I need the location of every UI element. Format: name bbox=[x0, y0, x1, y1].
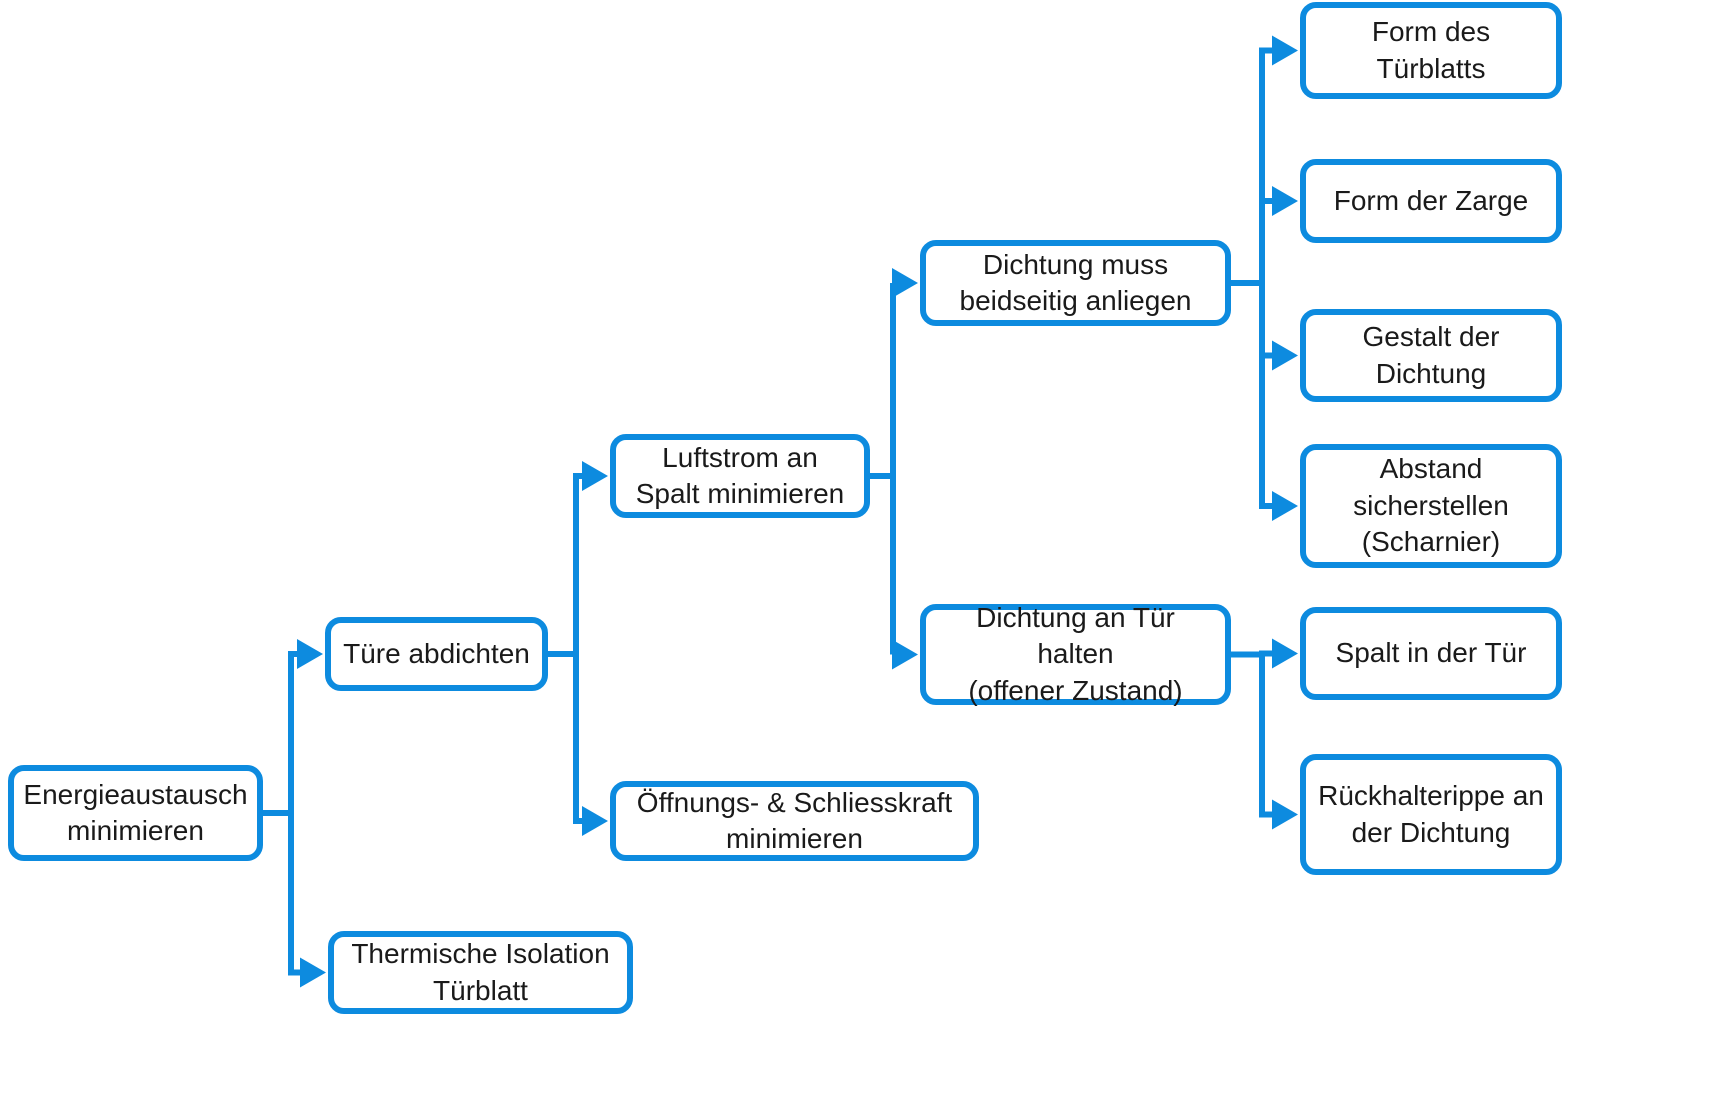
connector-arrowhead-icon bbox=[582, 806, 608, 836]
connector-line bbox=[288, 813, 300, 976]
node-luftstrom-an-spalt-minimieren[interactable]: Luftstrom an Spalt minimieren bbox=[610, 434, 870, 518]
connector-line bbox=[1259, 650, 1272, 657]
connector-arrowhead-icon bbox=[1272, 799, 1298, 830]
connector-line bbox=[1259, 283, 1272, 509]
node-label: Spalt in der Tür bbox=[1335, 637, 1527, 669]
node-label: Dichtung an Tür halten (offener Zustand) bbox=[968, 601, 1183, 706]
node-form-der-zarge[interactable]: Form der Zarge bbox=[1300, 159, 1562, 243]
node-dichtung-an-tuer-halten[interactable]: Dichtung an Tür halten (offener Zustand) bbox=[920, 602, 1231, 706]
node-label: Thermische Isolation Türblatt bbox=[351, 938, 610, 1006]
node-label: Form des Türblatts bbox=[1371, 16, 1491, 84]
connector-arrowhead-icon bbox=[1272, 186, 1298, 216]
node-root[interactable]: Energieaustausch minimieren bbox=[8, 765, 263, 861]
connector-arrowhead-icon bbox=[1272, 491, 1298, 521]
node-rueckhalterippe-an-der-dichtung[interactable]: Rückhalterippe an der Dichtung bbox=[1300, 754, 1562, 875]
node-label: Energieaustausch minimieren bbox=[23, 778, 248, 846]
connector-line bbox=[1259, 283, 1272, 359]
connector-line bbox=[573, 654, 582, 824]
node-label: Rückhalterippe an der Dichtung bbox=[1318, 780, 1544, 848]
node-dichtung-muss-beidseitig-anliegen[interactable]: Dichtung muss beidseitig anliegen bbox=[920, 240, 1231, 326]
connector-arrowhead-icon bbox=[297, 639, 323, 669]
connector-line bbox=[1259, 654, 1272, 818]
node-label: Dichtung muss beidseitig anliegen bbox=[959, 248, 1192, 316]
connector-line bbox=[1259, 47, 1272, 283]
node-label: Abstand sicherstellen (Scharnier) bbox=[1353, 453, 1509, 558]
connector-line bbox=[288, 651, 297, 813]
node-label: Öffnungs- & Schliesskraft minimieren bbox=[636, 786, 953, 854]
node-form-des-tuerblatts[interactable]: Form des Türblatts bbox=[1300, 2, 1562, 99]
node-label: Luftstrom an Spalt minimieren bbox=[635, 441, 845, 509]
connector-arrowhead-icon bbox=[1272, 340, 1298, 371]
connector-line bbox=[573, 473, 582, 654]
node-tuere-abdichten[interactable]: Türe abdichten bbox=[325, 617, 548, 691]
node-abstand-sicherstellen-scharnier[interactable]: Abstand sicherstellen (Scharnier) bbox=[1300, 444, 1562, 568]
node-gestalt-der-dichtung[interactable]: Gestalt der Dichtung bbox=[1300, 309, 1562, 402]
node-label: Gestalt der Dichtung bbox=[1362, 321, 1500, 389]
node-thermische-isolation-tuerblatt[interactable]: Thermische Isolation Türblatt bbox=[328, 931, 633, 1014]
connector-arrowhead-icon bbox=[582, 461, 608, 491]
node-label: Form der Zarge bbox=[1333, 184, 1529, 216]
connector-arrowhead-icon bbox=[892, 639, 918, 670]
connector-arrowhead-icon bbox=[892, 268, 918, 298]
connector-line bbox=[890, 476, 896, 658]
connector-arrowhead-icon bbox=[1272, 35, 1298, 66]
node-oeffnungs-schliesskraft-minimieren[interactable]: Öffnungs- & Schliesskraft minimieren bbox=[610, 781, 979, 861]
connector-line bbox=[1259, 198, 1272, 283]
connector-arrowhead-icon bbox=[1272, 638, 1298, 669]
node-spalt-in-der-tuer[interactable]: Spalt in der Tür bbox=[1300, 607, 1562, 700]
node-label: Türe abdichten bbox=[343, 637, 530, 669]
connector-arrowhead-icon bbox=[300, 957, 326, 988]
connector-line bbox=[890, 280, 896, 476]
